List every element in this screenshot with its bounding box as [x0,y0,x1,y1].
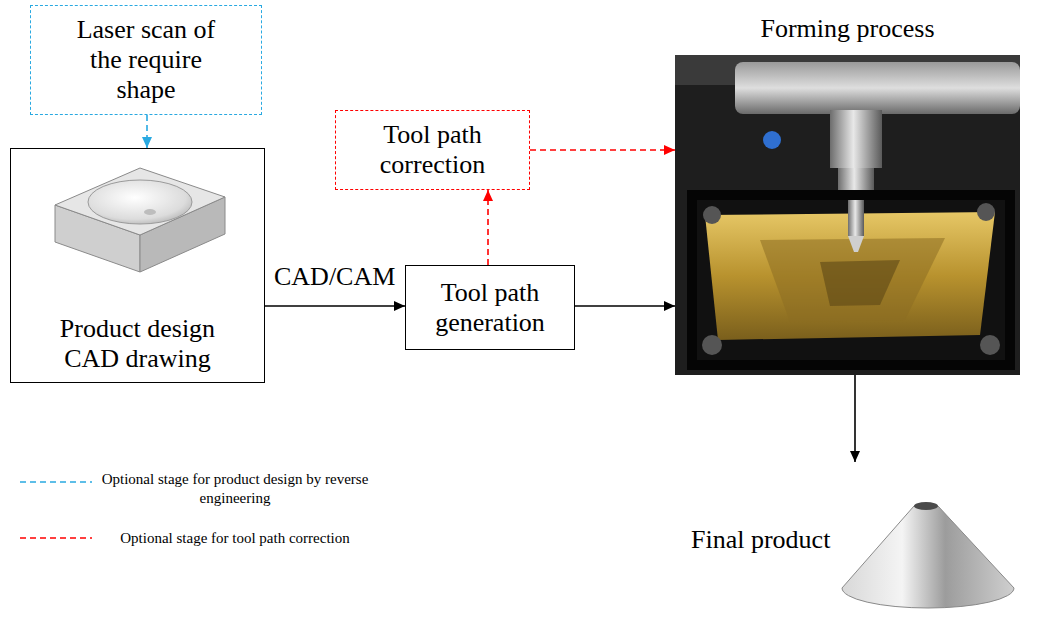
node-text: Laser scan of the require shape [59,15,234,105]
arrowhead [394,301,405,311]
cad-model [55,168,225,272]
connector [575,305,675,307]
dashed-stage-box: Laser scan of the require shape [30,5,262,115]
final-product-photo [836,466,1020,618]
legend-text: Optional stage for product design by rev… [100,470,370,508]
node-text: Final product [691,525,830,555]
arrowhead [483,190,493,201]
connector [530,149,675,151]
dashed-stage-box: Tool path correction [335,110,530,190]
node-text: Product design CAD drawing [38,314,238,374]
photo-panel: Final product [685,462,1022,618]
edge-label: CAD/CAM [271,262,398,292]
photo-panel: Forming process [675,8,1020,375]
connector [487,190,489,265]
legend-sample [20,537,92,539]
forming-machine-photo [675,55,1020,375]
node-text: Forming process [760,14,934,44]
process-box: Tool path generation [405,265,575,350]
arrowhead [664,301,675,311]
node-text: Tool path correction [353,120,513,180]
node-text: Tool path generation [415,278,565,338]
connector [854,375,856,462]
connector [265,305,405,307]
arrowhead [142,137,152,148]
legend-text: Optional stage for tool path correction [100,529,370,548]
arrowhead [664,145,675,155]
process-box: Product design CAD drawing [10,148,265,383]
arrowhead [850,451,860,462]
legend-sample [20,481,92,483]
